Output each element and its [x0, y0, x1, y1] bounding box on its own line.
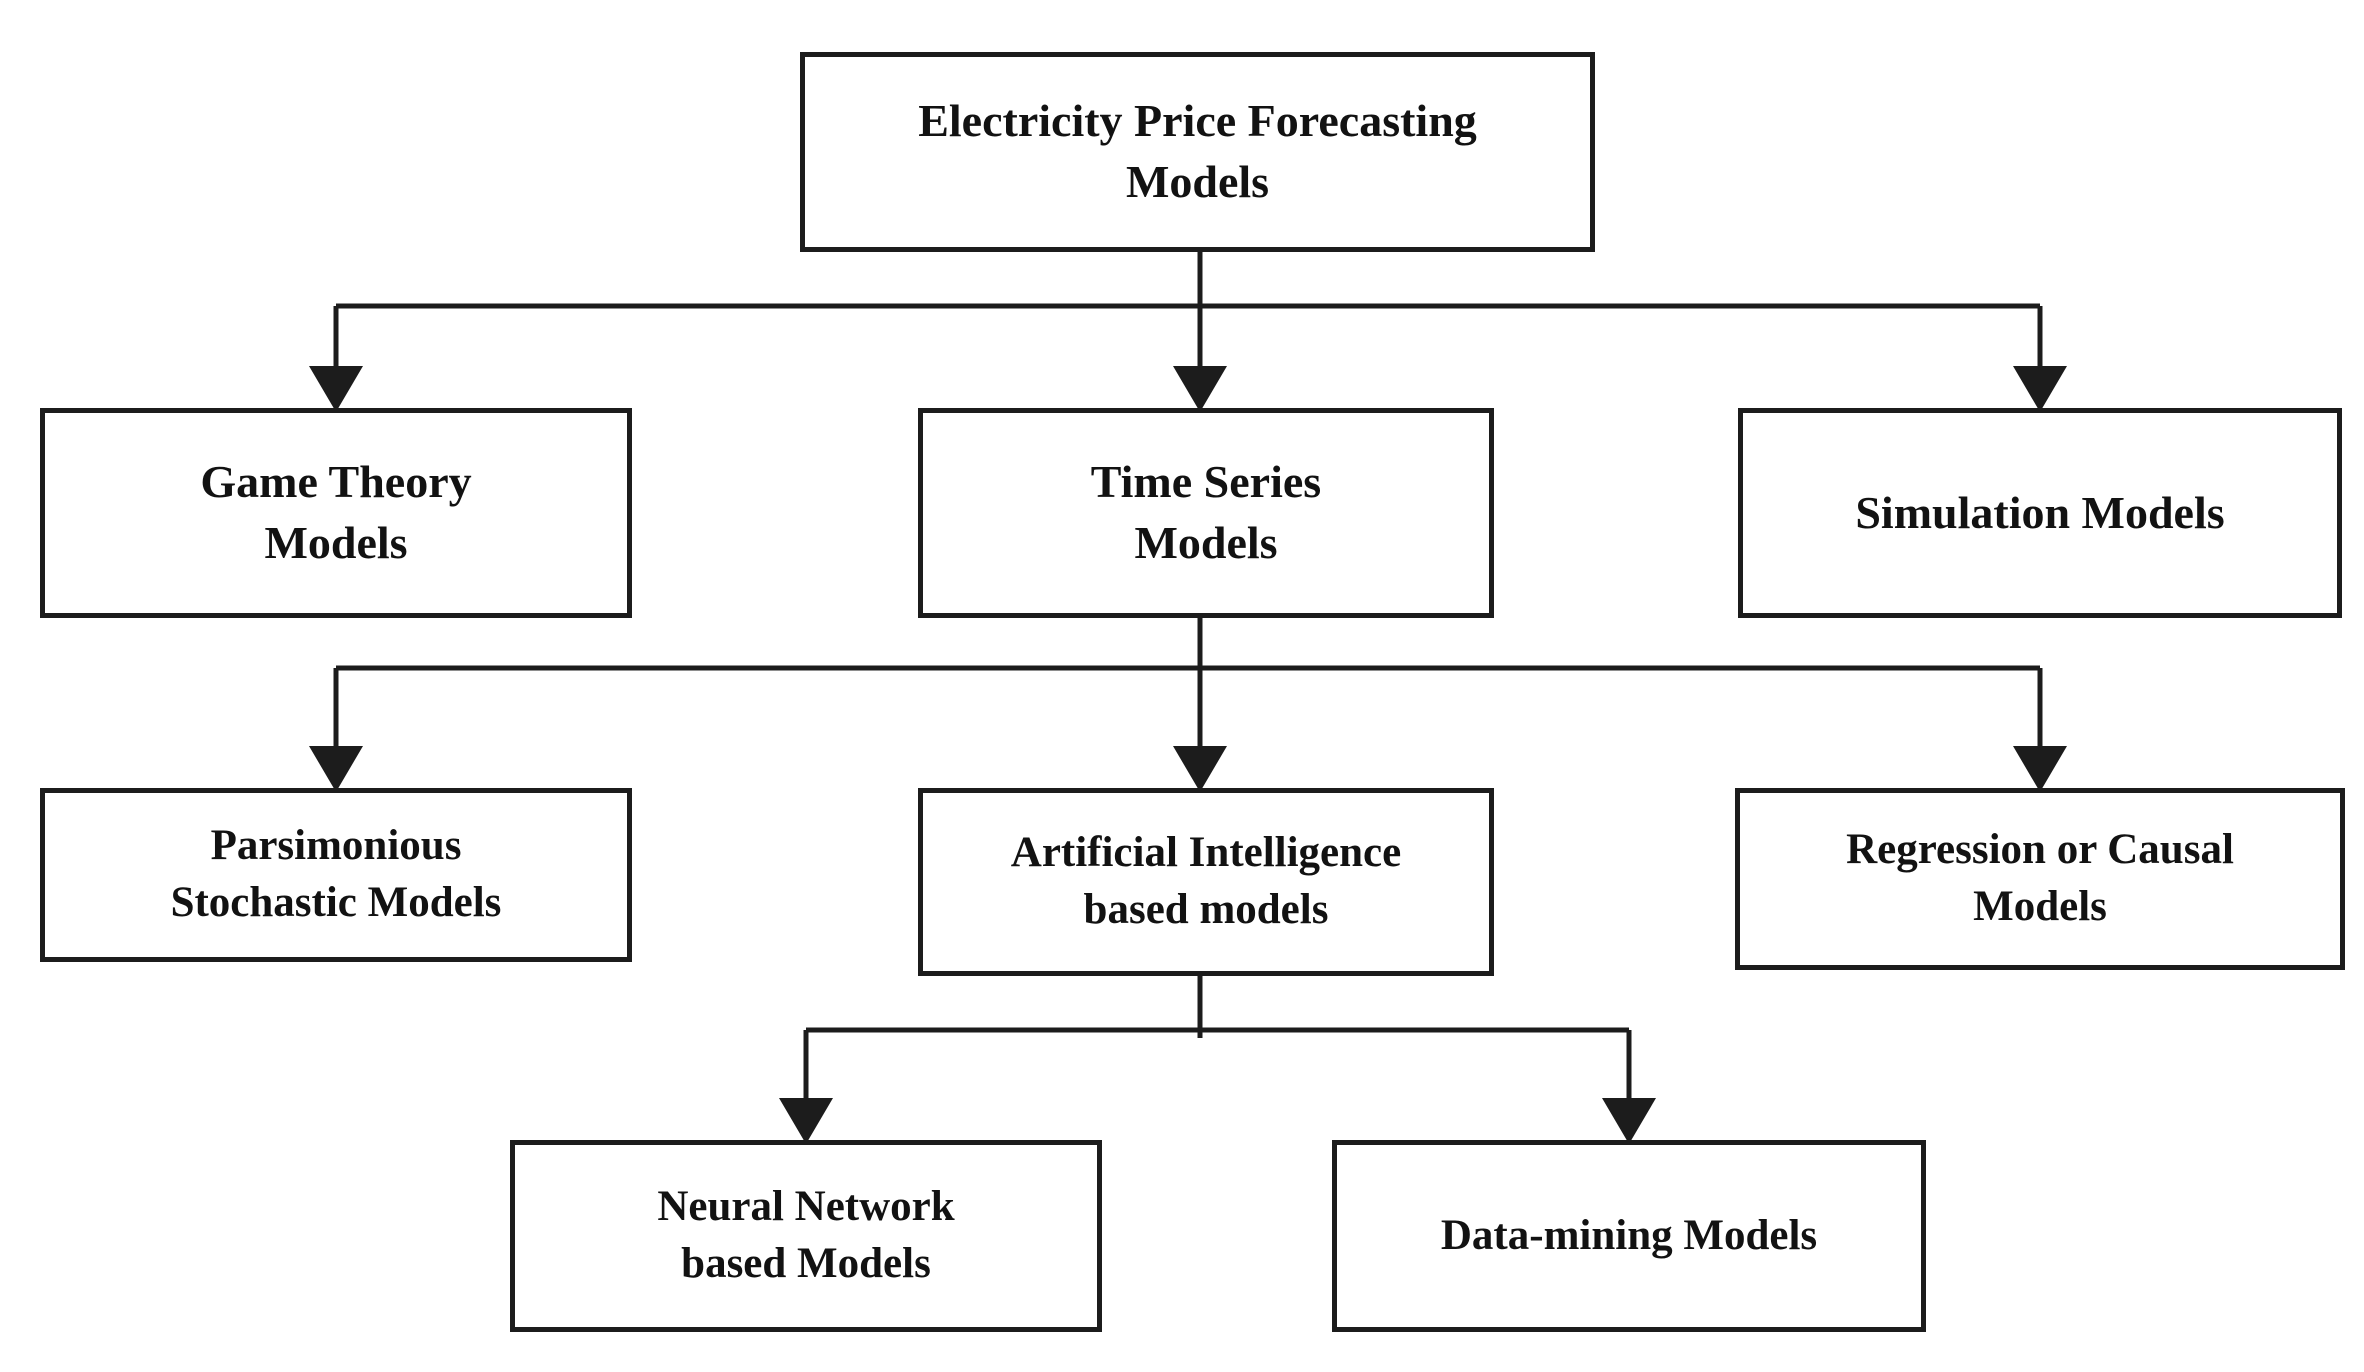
node-label-line2: Models — [1973, 883, 2107, 930]
node-electricity-price-forecasting-models: Electricity Price Forecasting Models — [800, 52, 1595, 252]
node-label-line1: Electricity Price Forecasting — [918, 95, 1477, 147]
node-label-line1: Time Series — [1090, 456, 1322, 508]
node-data-mining-models: Data-mining Models — [1332, 1140, 1926, 1332]
arrow-down-icon — [2013, 746, 2067, 792]
node-label-line1: Artificial Intelligence — [1010, 829, 1402, 877]
node-label-line2: Models — [1134, 517, 1278, 568]
node-label-line2: Stochastic Models — [170, 879, 502, 926]
node-label-line1: Data-mining Models — [1440, 1211, 1818, 1259]
node-label-line2: based models — [1083, 886, 1329, 933]
node-label-line1: Parsimonious — [210, 822, 462, 870]
arrow-down-icon — [1173, 746, 1227, 792]
node-label-line2: Models — [1125, 156, 1270, 207]
node-label-line2: Models — [264, 517, 408, 568]
node-time-series-models: Time Series Models — [918, 408, 1494, 618]
arrow-down-icon — [309, 366, 363, 412]
node-regression-or-causal-models: Regression or Causal Models — [1735, 788, 2345, 970]
node-neural-network-based-models: Neural Network based Models — [510, 1140, 1102, 1332]
node-label-line1: Simulation Models — [1855, 486, 2225, 538]
arrow-down-icon — [779, 1098, 833, 1144]
arrow-down-icon — [1173, 366, 1227, 412]
arrow-down-icon — [1602, 1098, 1656, 1144]
node-parsimonious-stochastic-models: Parsimonious Stochastic Models — [40, 788, 632, 962]
arrow-down-icon — [2013, 366, 2067, 412]
node-artificial-intelligence-based-models: Artificial Intelligence based models — [918, 788, 1494, 976]
edge-ai-to-level4 — [779, 976, 1656, 1144]
edge-timeseries-to-level3 — [309, 618, 2067, 792]
node-game-theory-models: Game Theory Models — [40, 408, 632, 618]
node-label-line1: Neural Network — [657, 1183, 955, 1231]
arrow-down-icon — [309, 746, 363, 792]
edge-root-to-level2 — [309, 252, 2067, 412]
node-label-line1: Game Theory — [200, 456, 472, 508]
node-simulation-models: Simulation Models — [1738, 408, 2342, 618]
node-label-line1: Regression or Causal — [1846, 826, 2234, 874]
node-label-line2: based Models — [681, 1240, 931, 1287]
